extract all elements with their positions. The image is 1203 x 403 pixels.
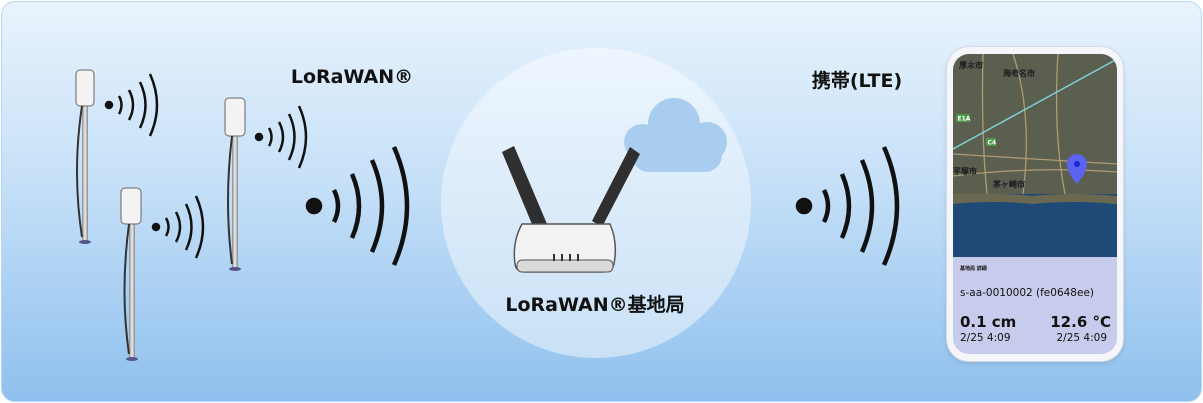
info-header: 基地局 詳細 <box>960 266 987 272</box>
lte-label: 携帯(LTE) <box>811 70 903 92</box>
map-label: 平塚市 <box>953 166 977 176</box>
road-marker-label: E1A <box>958 116 971 123</box>
radio-wave-icon <box>254 105 308 169</box>
sensor-pole-icon <box>120 187 142 361</box>
radio-wave-icon <box>795 146 900 266</box>
reading-value: 0.1 cm <box>960 313 1017 331</box>
phone-screen: 厚木市 海老名市 平塚市 茅ヶ崎市 E1A C4 基地局 詳細 s-aa-001… <box>953 54 1117 354</box>
location-pin-icon <box>1067 154 1087 184</box>
device-info: 基地局 詳細 s-aa-0010002 (fe0648ee) 0.1 cm 12… <box>953 257 1117 354</box>
map-label: 海老名市 <box>1003 68 1035 78</box>
satellite-map: 厚木市 海老名市 平塚市 茅ヶ崎市 E1A C4 <box>953 54 1117 257</box>
reading-value: 12.6 °C <box>1050 313 1111 331</box>
map-label: 厚木市 <box>959 60 983 70</box>
reading-time: 2/25 4:09 <box>960 332 1011 344</box>
radio-wave-icon <box>305 146 410 266</box>
map-label: 茅ヶ崎市 <box>992 179 1025 189</box>
reading-time: 2/25 4:09 <box>1056 332 1108 344</box>
sensor-pole-icon <box>224 97 246 271</box>
device-id: s-aa-0010002 (fe0648ee) <box>960 287 1095 299</box>
lorawan-label: LoRaWAN® <box>290 66 414 88</box>
radio-wave-icon <box>104 73 159 137</box>
gateway-label: LoRaWAN®基地局 <box>505 294 685 316</box>
sensor-pole-icon <box>75 69 95 244</box>
road-marker-label: C4 <box>988 140 997 147</box>
router-icon <box>502 146 640 273</box>
radio-wave-icon <box>151 195 205 259</box>
smartphone: 厚木市 海老名市 平塚市 茅ヶ崎市 E1A C4 基地局 詳細 s-aa-001… <box>947 47 1123 361</box>
cloud-icon <box>624 98 727 172</box>
